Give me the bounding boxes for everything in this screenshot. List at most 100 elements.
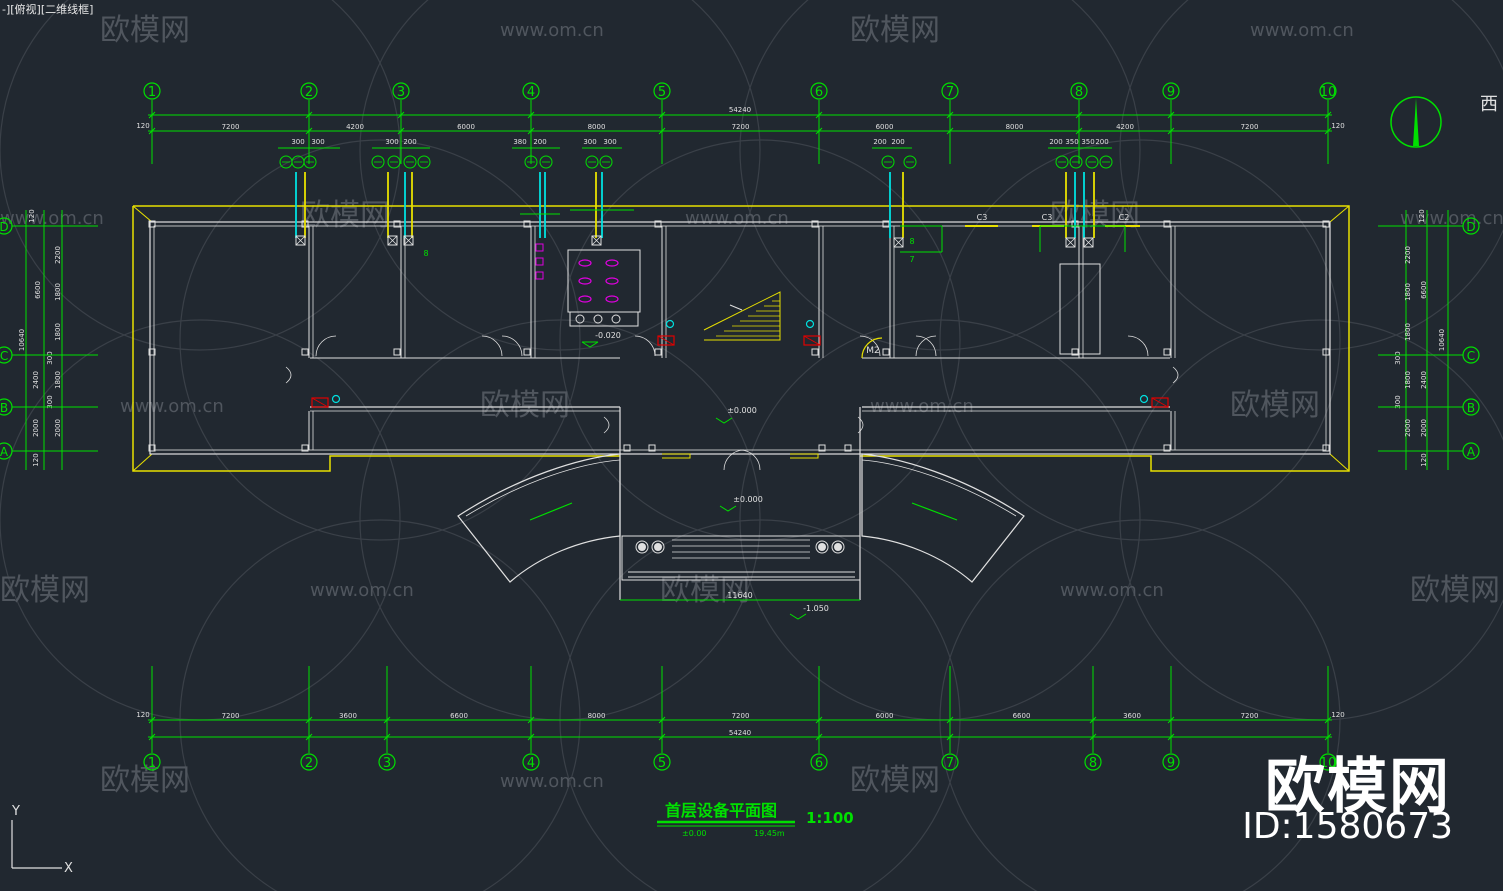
axis-bubble (300, 82, 318, 100)
axis-bubble-label: 8 (1075, 85, 1083, 100)
toilet-fixture (605, 295, 619, 303)
watermark-brand: 欧模网 (850, 763, 940, 798)
riser-bubble (881, 155, 895, 169)
dim-text: 6000 (876, 123, 894, 131)
dim-text: 120 (1331, 122, 1344, 130)
walls-layer (132, 205, 1350, 600)
watermark-arc (179, 519, 581, 891)
structural-column (882, 348, 890, 356)
outer-wall-inner (153, 225, 1327, 451)
dim-text: 1800 (1404, 371, 1412, 389)
fire-hydrant-cross (311, 397, 329, 408)
axis-bubble-label: 7 (946, 85, 954, 100)
door-swing (603, 416, 610, 434)
canopy-arrow (911, 502, 958, 521)
dim-text: 2400 (1420, 371, 1428, 389)
canopy-left-inner (465, 459, 621, 517)
compass-label: 西 (1480, 94, 1498, 115)
door-swing (723, 449, 745, 471)
pipe-dim-text: 200 (1049, 138, 1062, 146)
sink-fixture (593, 314, 603, 324)
ucs-x-label: X (64, 861, 73, 876)
door-swing (315, 335, 337, 357)
dim-text: 1800 (54, 371, 62, 389)
riser-bubble (539, 155, 553, 169)
dim-text: 120 (32, 453, 40, 466)
structural-column (1071, 348, 1079, 356)
pillar-inner (818, 543, 826, 551)
north-compass-icon (1390, 96, 1442, 148)
window-tag-c3: C3 (1042, 213, 1053, 222)
watermark-brand: 欧模网 (100, 763, 190, 798)
riser-bubble (417, 155, 431, 169)
door-swing (1127, 335, 1149, 357)
dim-text: 1800 (1404, 323, 1412, 341)
door-swing (501, 335, 523, 357)
axis-bubble-label: 3 (397, 85, 405, 100)
watermark-arc (739, 0, 1141, 351)
viewport-label[interactable]: -][俯视][二维线框] (2, 3, 94, 16)
structural-column (523, 220, 531, 228)
roof-corner-line (132, 205, 153, 223)
pillar-inner (638, 543, 646, 551)
pipe-dim-text: 200 (1095, 138, 1108, 146)
dim-text: 300 (46, 351, 54, 364)
canopy-arrow (529, 502, 573, 521)
axis-bubble (1319, 753, 1337, 771)
dim-text: 7200 (732, 712, 750, 720)
axis-bubble (1162, 82, 1180, 100)
dim-text: 8000 (1006, 123, 1024, 131)
elevation-mark: -1.050 (803, 604, 829, 613)
dim-text: 6600 (1420, 281, 1428, 299)
watermark-arc (739, 319, 1141, 721)
structural-column (844, 444, 852, 452)
dim-text: 6600 (450, 712, 468, 720)
toilet-fixture-side (535, 243, 544, 252)
axis-bubble (378, 753, 396, 771)
dim-text: 1800 (54, 283, 62, 301)
window-tag-c3: C3 (977, 213, 988, 222)
toilet-fixture (578, 259, 592, 267)
dim-text: 120 (28, 209, 36, 222)
sink-counter (569, 311, 639, 327)
riser-bubble (1069, 155, 1083, 169)
watermark-brand: 欧模网 (660, 573, 750, 608)
watermark-brand: 欧模网 (300, 198, 390, 233)
structural-column (623, 444, 631, 452)
axis-bubble (653, 753, 671, 771)
structural-column (818, 444, 826, 452)
valve-box (893, 237, 904, 248)
dim-text: 6000 (457, 123, 475, 131)
valve-cross (295, 235, 306, 246)
structural-column (1163, 348, 1171, 356)
dim-text: 300 (1394, 351, 1402, 364)
riser-bubble (524, 155, 538, 169)
watermark-brand: 欧模网 (100, 13, 190, 48)
watermark-url: www.om.cn (120, 396, 224, 417)
axis-bubble-label: 2 (305, 85, 313, 100)
axis-bubble-label: A (0, 445, 9, 459)
pillar-outer (831, 540, 845, 554)
axis-bubble-label: A (1467, 445, 1476, 459)
axis-bubble-label: 1 (148, 756, 156, 771)
elevation-mark: ±0.000 (727, 406, 757, 415)
drawing-title-block: 首层设备平面图 1:100 ±0.00 19.45m (657, 801, 854, 838)
door-swing (915, 335, 937, 357)
axis-bubble-label: 10 (1320, 85, 1337, 100)
structural-column (393, 348, 401, 356)
axis-bubble (941, 82, 959, 100)
pipe-dim-text: 300 (603, 138, 616, 146)
dim-text: 120 (1420, 453, 1428, 466)
canopy-right-inner (861, 459, 1017, 517)
axis-bubble-label: 9 (1167, 756, 1175, 771)
fire-hydrant (803, 335, 821, 346)
valve-box (1083, 237, 1094, 248)
fire-hydrant (311, 397, 329, 408)
pipe-number: 8 (909, 237, 914, 246)
dim-text: 7200 (732, 123, 750, 131)
dim-text: 300 (46, 395, 54, 408)
structural-column (301, 444, 309, 452)
